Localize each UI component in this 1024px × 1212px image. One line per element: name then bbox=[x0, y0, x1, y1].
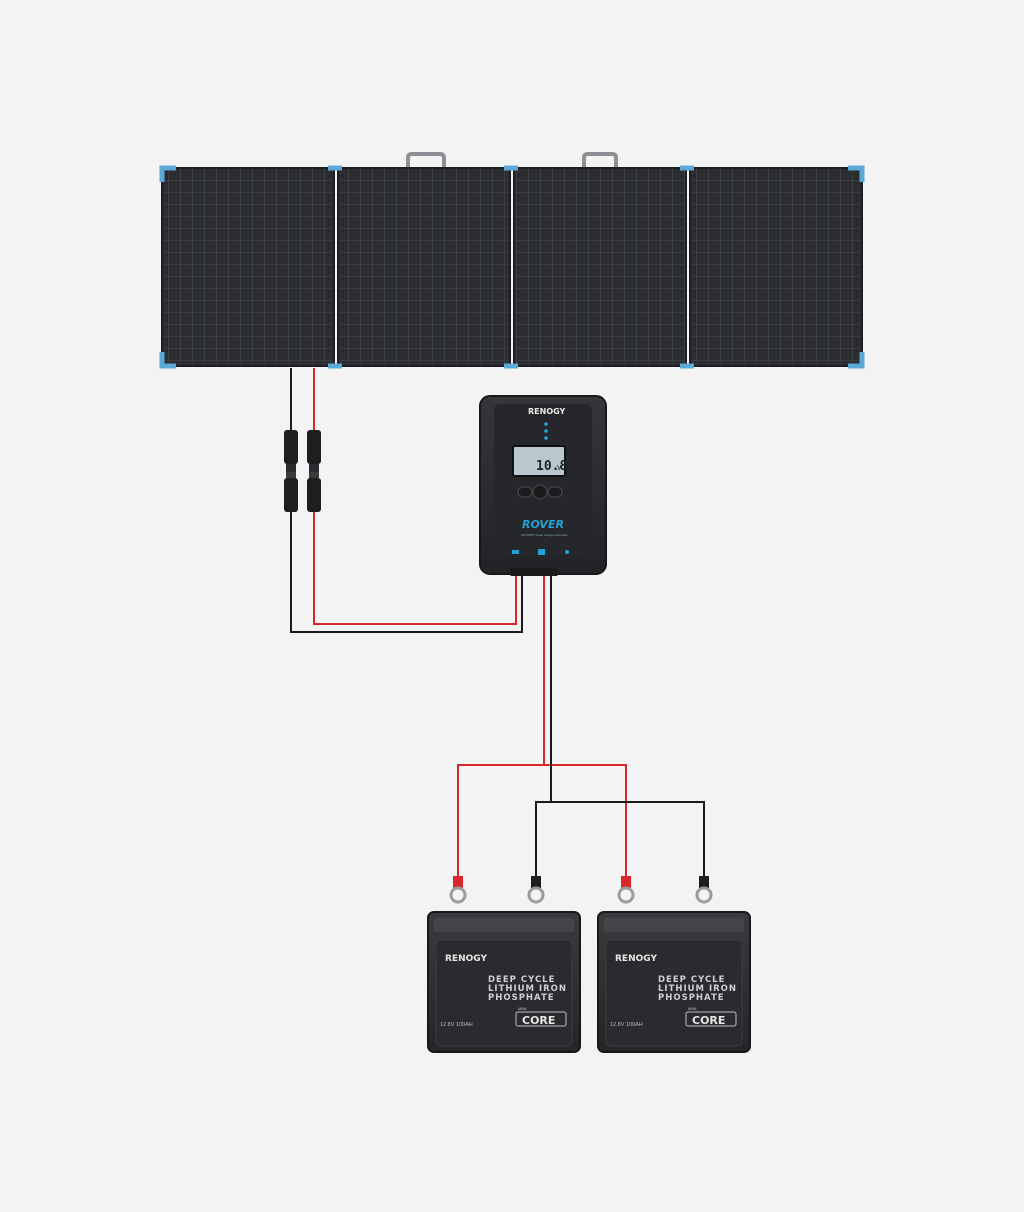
battery-wires bbox=[457, 574, 705, 885]
solar-panel bbox=[159, 152, 865, 369]
battery-2-line3: PHOSPHATE bbox=[658, 993, 725, 1003]
panel-segment-3 bbox=[513, 167, 687, 367]
mc4-connectors bbox=[284, 430, 321, 512]
battery-2-brand: RENOGY bbox=[615, 954, 657, 964]
battery-1: RENOGY DEEP CYCLE LITHIUM IRON PHOSPHATE… bbox=[427, 911, 581, 1053]
battery-1-line2: LITHIUM IRON bbox=[488, 984, 567, 994]
controller-brand: RENOGY bbox=[528, 407, 566, 416]
panel-handle-right bbox=[582, 152, 618, 168]
battery-2-badge: CORE bbox=[692, 1014, 725, 1027]
battery-positive-branch bbox=[457, 764, 627, 885]
panel-segment-1 bbox=[161, 167, 335, 367]
battery-1-line1: DEEP CYCLE bbox=[488, 975, 555, 985]
ring-terminal-negative-2 bbox=[695, 876, 713, 904]
controller-button-left bbox=[517, 486, 533, 498]
charge-controller: RENOGY 10.8 V ROVER 20A MPPT Solar Charg… bbox=[479, 395, 607, 576]
controller-terminals bbox=[510, 568, 558, 576]
mc4-connector-negative bbox=[284, 430, 298, 512]
panel-handle-left bbox=[406, 152, 446, 168]
controller-status-leds bbox=[544, 422, 548, 440]
controller-button-center bbox=[532, 484, 548, 500]
battery-negative-branch bbox=[535, 801, 705, 885]
ring-terminal-positive-1 bbox=[449, 876, 467, 904]
ring-terminals bbox=[449, 876, 713, 904]
panel-segment-2 bbox=[337, 167, 511, 367]
panel-corner-accents bbox=[159, 165, 865, 369]
battery-1-badge-top: MINI bbox=[518, 1006, 526, 1011]
battery-1-brand: RENOGY bbox=[445, 954, 487, 964]
battery-2-rating: 12.8V 100AH bbox=[610, 1022, 643, 1028]
battery-1-badge-frame bbox=[515, 1011, 567, 1027]
battery-2-line2: LITHIUM IRON bbox=[658, 984, 737, 994]
ring-terminal-negative-1 bbox=[527, 876, 545, 904]
battery-1-rating: 12.8V 100AH bbox=[440, 1022, 473, 1028]
controller-button-right bbox=[547, 486, 563, 498]
controller-indicator-icons bbox=[512, 549, 569, 555]
mc4-connector-positive bbox=[307, 430, 321, 512]
controller-buttons bbox=[517, 484, 563, 500]
controller-model-sub: 20A MPPT Solar Charge Controller bbox=[521, 533, 568, 537]
controller-lcd-value: 10.8 bbox=[536, 459, 567, 474]
battery-2-line1: DEEP CYCLE bbox=[658, 975, 725, 985]
controller-lcd-unit: V bbox=[557, 464, 562, 472]
battery-1-badge: CORE bbox=[522, 1014, 555, 1027]
ring-terminal-positive-2 bbox=[617, 876, 635, 904]
battery-2-badge-top: MINI bbox=[688, 1006, 696, 1011]
battery-2-badge-frame bbox=[685, 1011, 737, 1027]
battery-1-line3: PHOSPHATE bbox=[488, 993, 555, 1003]
controller-model: ROVER bbox=[522, 518, 564, 531]
battery-2: RENOGY DEEP CYCLE LITHIUM IRON PHOSPHATE… bbox=[597, 911, 751, 1053]
panel-segment-4 bbox=[689, 167, 863, 367]
controller-lcd bbox=[512, 445, 566, 477]
